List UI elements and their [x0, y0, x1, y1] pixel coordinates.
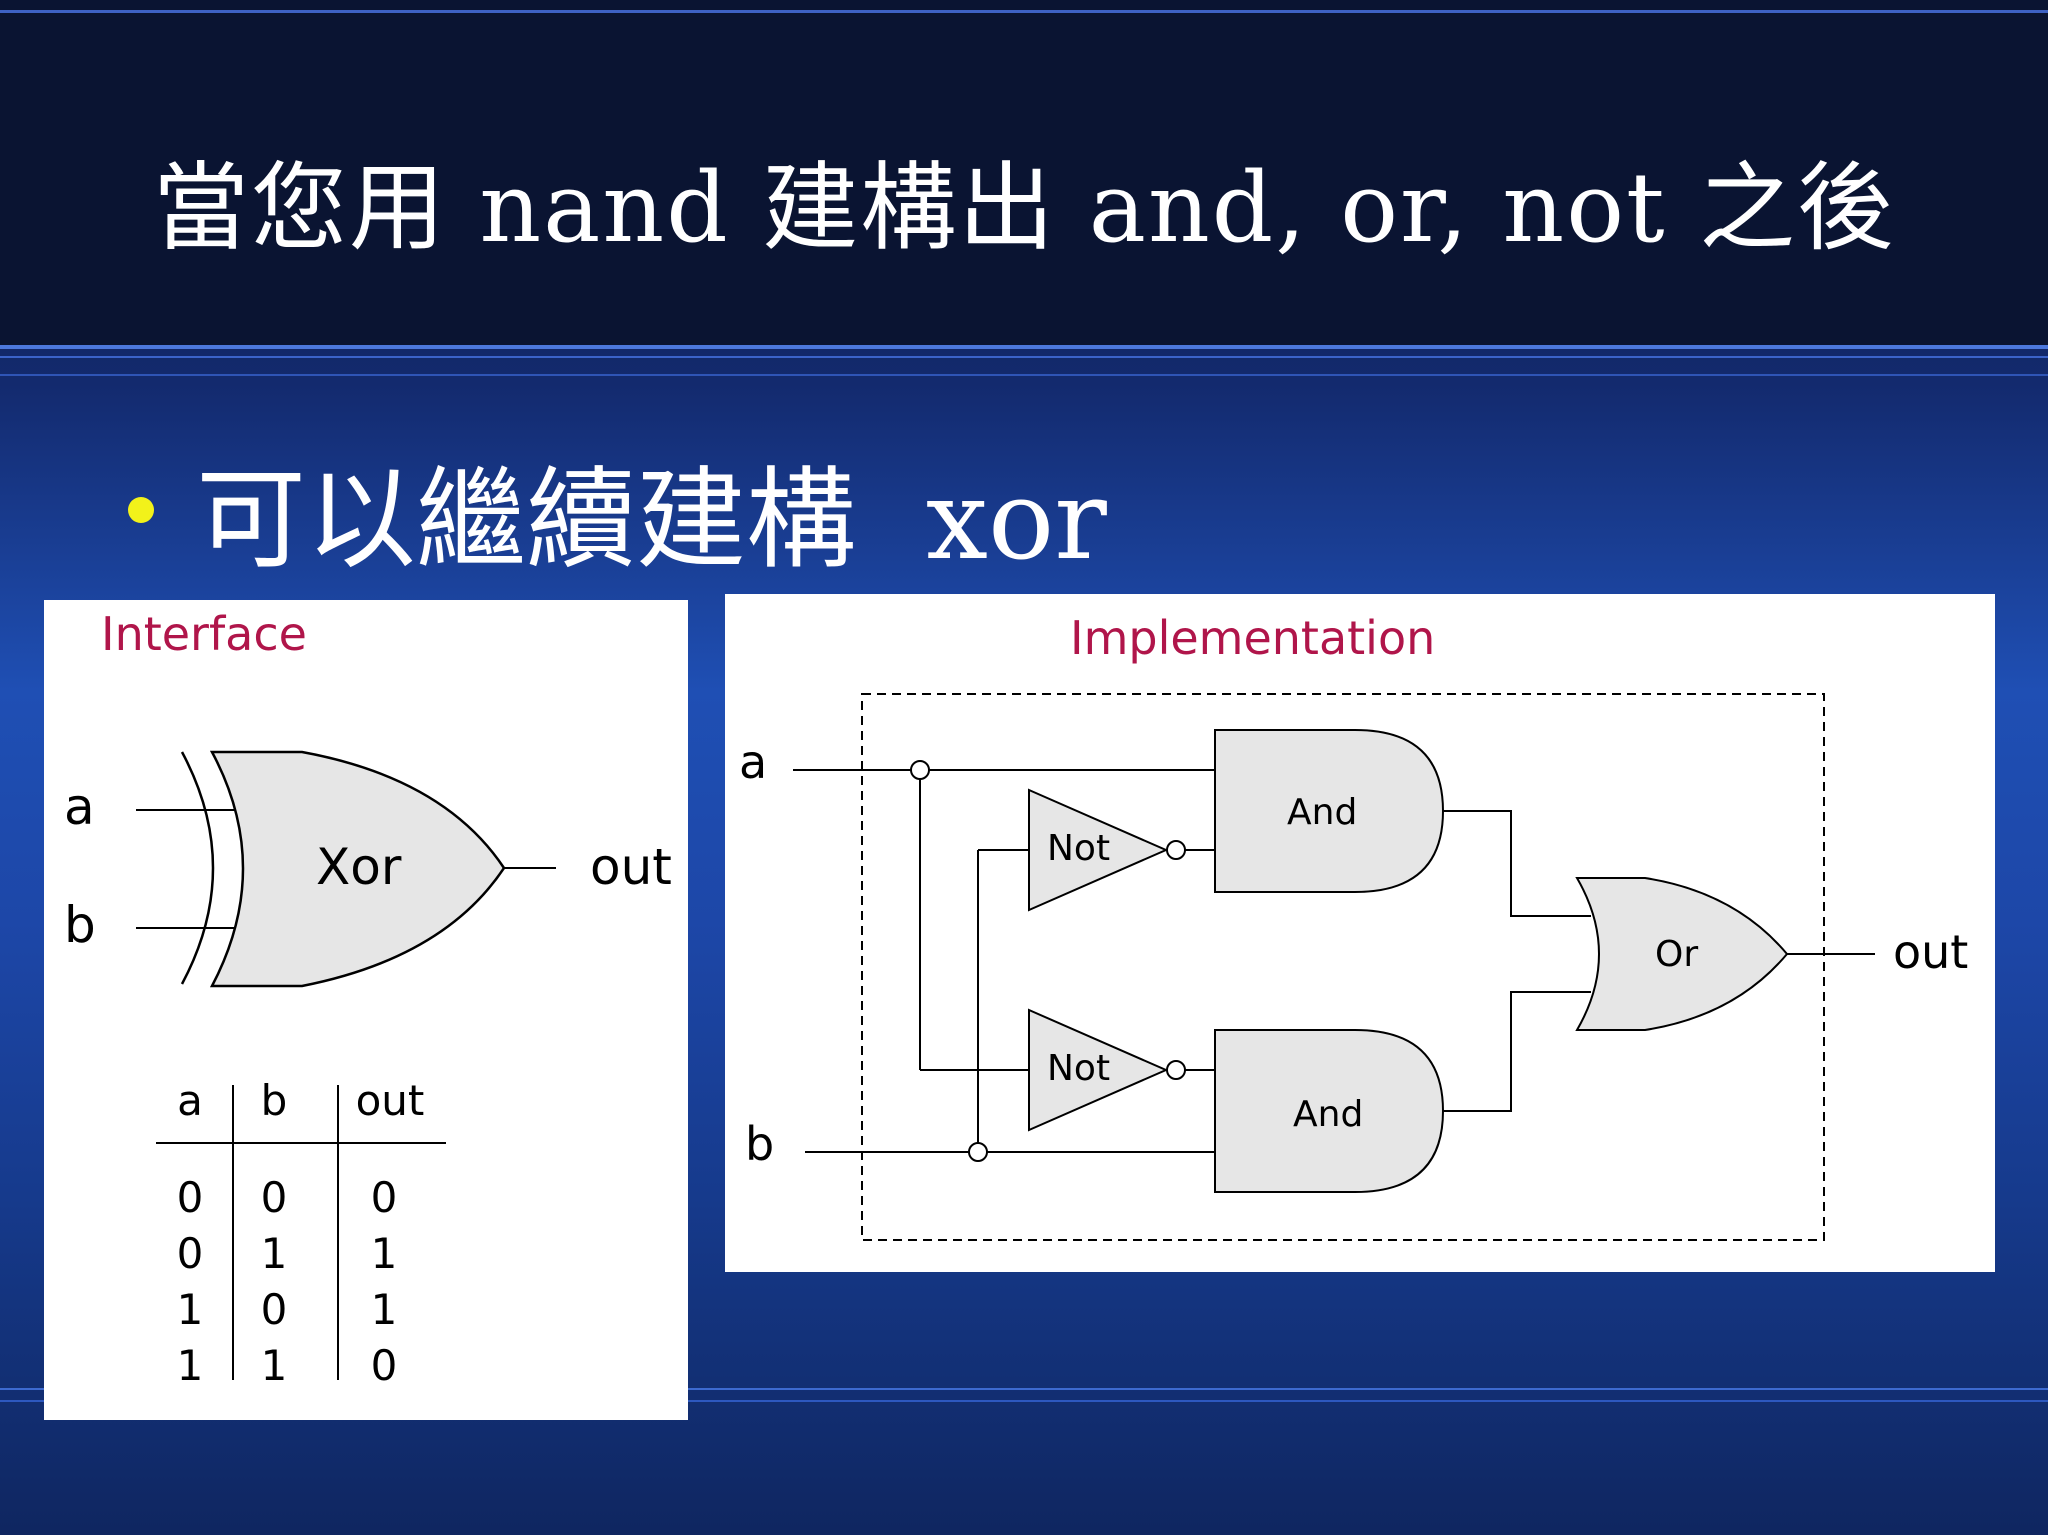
chip-boundary — [861, 693, 1825, 1241]
decor-rule-2 — [0, 1400, 2048, 1402]
title-rule-bottom-3 — [0, 374, 2048, 376]
and-gate-top-shape — [1214, 729, 1445, 893]
xor-back-arc — [180, 751, 215, 985]
truth-table-cell: 0 — [261, 1285, 288, 1334]
not-gate-bottom-shape — [1028, 1008, 1169, 1132]
bullet-dot-icon — [128, 497, 154, 523]
truth-table-cell: 1 — [261, 1341, 288, 1390]
wire-and-top-to-or — [1443, 810, 1591, 917]
title-rule-bottom — [0, 345, 2048, 349]
truth-table-cell: 0 — [371, 1173, 398, 1222]
not-gate-top-shape — [1028, 788, 1169, 912]
truth-table-header: out — [356, 1076, 425, 1125]
not-gate-top-bubble — [1166, 840, 1186, 860]
truth-table-header: b — [261, 1076, 288, 1125]
implementation-diagram: Implementation Not Not And And — [739, 611, 1968, 1241]
output-label: out — [590, 838, 672, 896]
input-b-label: b — [64, 896, 96, 954]
input-a-label: a — [739, 735, 767, 789]
interface-panel: Interface a b Xor out a b out 0 0 0 0 1 … — [44, 600, 688, 1420]
or-gate-label: Or — [1655, 934, 1698, 975]
truth-table-cell: 1 — [261, 1229, 288, 1278]
and-gate-top-label: And — [1287, 792, 1357, 833]
xor-gate-shape — [209, 750, 506, 988]
truth-table-cell: 0 — [261, 1173, 288, 1222]
title-rule-top — [0, 10, 2048, 13]
truth-table-cell: 0 — [371, 1341, 398, 1390]
interface-heading: Interface — [101, 607, 307, 661]
truth-table: a b out 0 0 0 0 1 1 1 0 1 1 1 0 — [177, 1076, 425, 1390]
not-gate-top-label: Not — [1047, 828, 1110, 869]
and-gate-bottom-shape — [1214, 1029, 1445, 1193]
truth-table-cell: 1 — [177, 1285, 204, 1334]
truth-table-cell: 1 — [371, 1285, 398, 1334]
input-a-label: a — [64, 778, 95, 836]
interface-diagram: Interface a b Xor out a b out 0 0 0 0 1 … — [64, 607, 672, 1390]
not-gate-bottom-label: Not — [1047, 1048, 1110, 1089]
implementation-heading: Implementation — [1070, 611, 1435, 665]
slide-title: 當您用 nand 建構出 and, or, not 之後 — [152, 152, 1896, 264]
implementation-panel: Implementation Not Not And And — [725, 594, 1995, 1272]
junction-a — [910, 760, 930, 780]
title-rule-bottom-2 — [0, 356, 2048, 358]
truth-table-cell: 0 — [177, 1173, 204, 1222]
input-b-label: b — [745, 1117, 774, 1171]
wire-and-bottom-to-or — [1443, 991, 1591, 1112]
bullet-text: 可以繼續建構 xor — [196, 456, 1107, 584]
truth-table-header: a — [177, 1076, 203, 1125]
bullet-item: 可以繼續建構 xor — [128, 440, 1107, 584]
decor-rule-1 — [0, 1388, 2048, 1390]
truth-table-cell: 1 — [177, 1341, 204, 1390]
truth-table-cell: 1 — [371, 1229, 398, 1278]
xor-gate-label: Xor — [316, 838, 402, 896]
not-gate-bottom-bubble — [1166, 1060, 1186, 1080]
and-gate-bottom-label: And — [1293, 1094, 1363, 1135]
title-bar — [0, 0, 2048, 345]
truth-table-cell: 0 — [177, 1229, 204, 1278]
or-gate-shape — [1575, 877, 1789, 1031]
junction-b — [968, 1142, 988, 1162]
output-label: out — [1893, 925, 1968, 979]
